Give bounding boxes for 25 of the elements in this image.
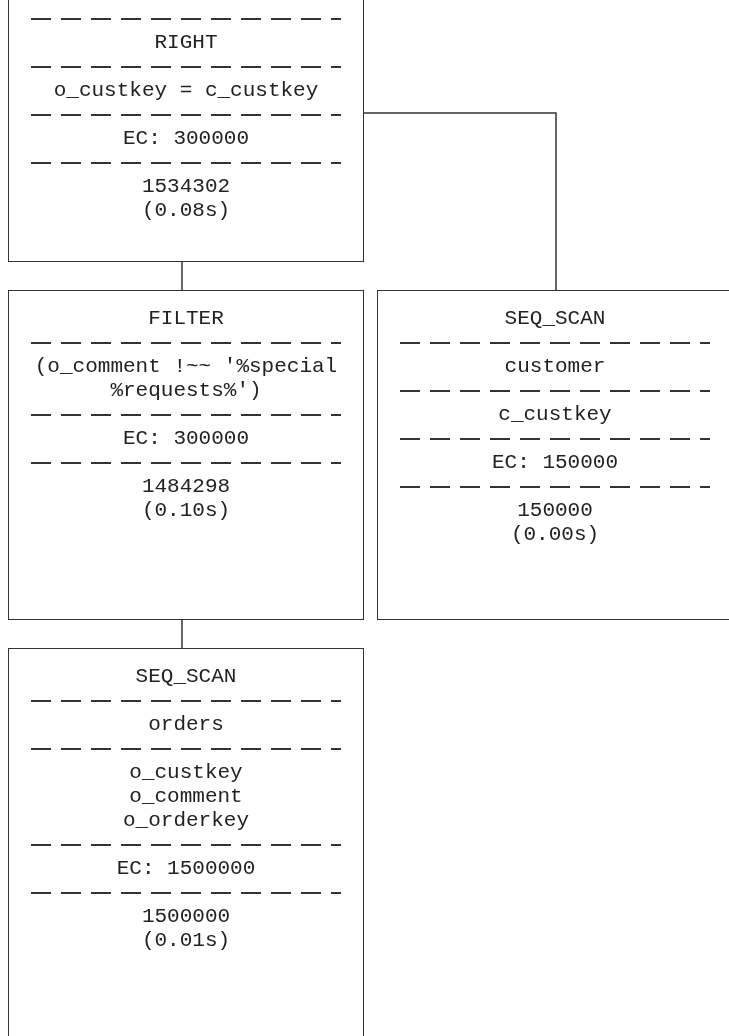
operator-text: o_custkey = c_custkey	[53, 79, 319, 103]
connector-line	[181, 619, 183, 649]
operator-box	[8, 0, 364, 262]
operator-text: customer	[504, 355, 606, 379]
operator-text: EC: 1500000	[116, 857, 256, 881]
operator-text: o_custkey o_comment o_orderkey	[121, 761, 250, 833]
operator-box	[8, 290, 364, 620]
operator-text: EC: 150000	[492, 451, 618, 475]
operator-text: FILTER	[148, 307, 224, 331]
operator-text: EC: 300000	[123, 427, 249, 451]
operator-text: c_custkey	[498, 403, 612, 427]
operator-text: (o_comment !~~ '%special %requests%')	[33, 355, 339, 403]
operator-box	[8, 648, 364, 1036]
operator-text: SEQ_SCAN	[135, 665, 237, 689]
operator-text: 1484298 (0.10s)	[140, 475, 232, 523]
operator-text: SEQ_SCAN	[504, 307, 606, 331]
operator-text: orders	[148, 713, 224, 737]
operator-text: RIGHT	[154, 31, 218, 55]
operator-text: 1500000 (0.01s)	[140, 905, 232, 953]
operator-text: 1534302 (0.08s)	[140, 175, 232, 223]
operator-text: 150000 (0.00s)	[509, 499, 601, 547]
operator-text: EC: 300000	[123, 127, 249, 151]
operator-box	[377, 290, 729, 620]
connector-line	[363, 112, 557, 291]
connector-line	[181, 261, 183, 291]
